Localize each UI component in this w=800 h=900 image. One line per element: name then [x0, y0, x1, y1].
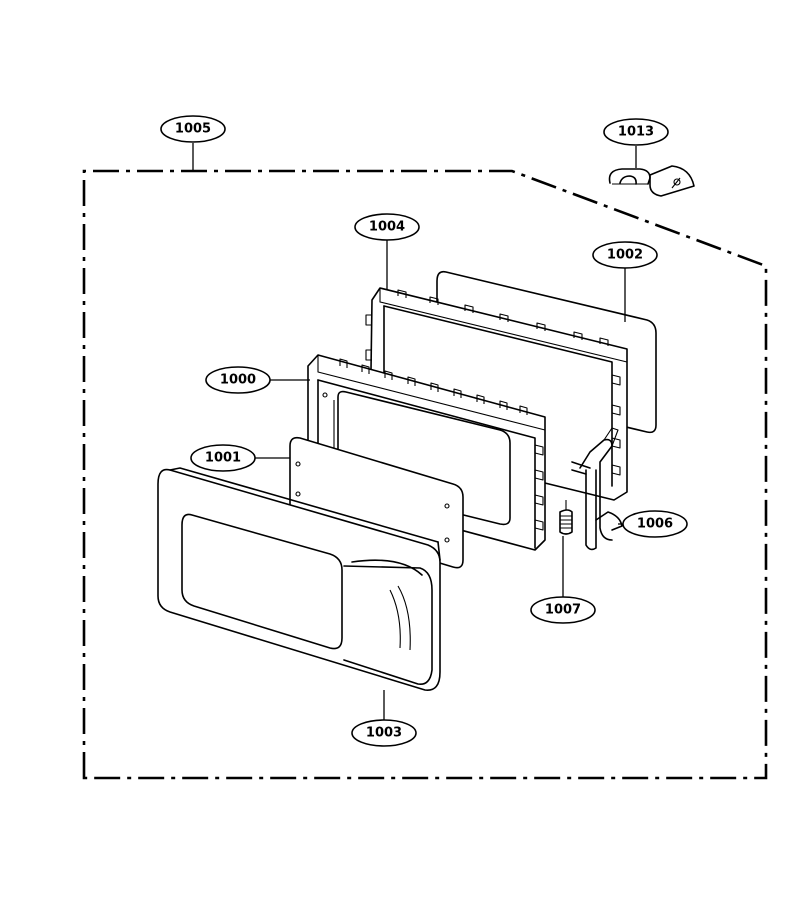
part-1003-door-cover — [157, 467, 441, 691]
callout-1000: 1000 — [205, 366, 271, 394]
svg-text:1004: 1004 — [369, 220, 405, 235]
part-1001-window-panel — [289, 436, 464, 569]
svg-text:1003: 1003 — [366, 726, 402, 741]
svg-text:1001: 1001 — [205, 451, 241, 466]
callout-1002: 1002 — [592, 241, 658, 269]
callout-1007: 1007 — [530, 596, 596, 624]
leader-lines — [192, 143, 637, 720]
callout-1001: 1001 — [190, 444, 256, 472]
svg-text:1013: 1013 — [618, 125, 654, 140]
svg-text:1002: 1002 — [607, 248, 643, 263]
callout-1003: 1003 — [351, 719, 417, 747]
callout-1005: 1005 — [160, 115, 226, 143]
svg-text:1007: 1007 — [545, 603, 581, 618]
part-1007-spring — [559, 500, 573, 535]
callout-1004: 1004 — [354, 213, 420, 241]
part-1013-latch — [608, 165, 695, 197]
part-1006-latch-lever — [571, 427, 623, 551]
svg-text:1006: 1006 — [637, 517, 673, 532]
svg-text:1005: 1005 — [175, 122, 211, 137]
assembly-boundary — [82, 169, 768, 780]
callout-1006: 1006 — [622, 510, 688, 538]
svg-text:1000: 1000 — [220, 373, 256, 388]
callout-1013: 1013 — [603, 118, 669, 146]
